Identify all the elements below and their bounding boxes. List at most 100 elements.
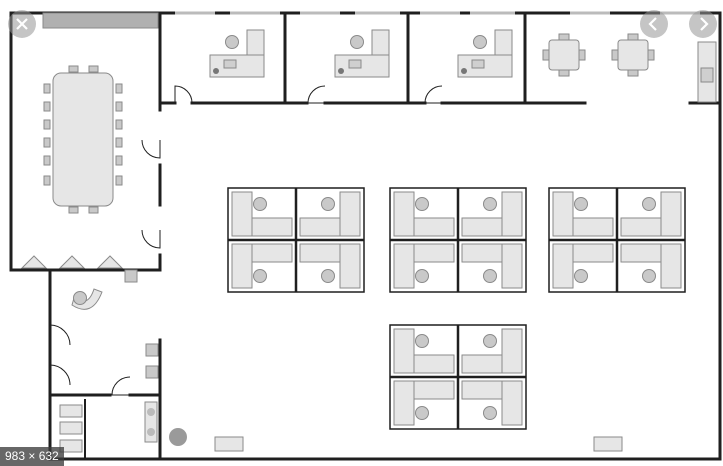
sink — [147, 428, 155, 436]
cubicle-desk-return — [501, 380, 523, 426]
door-swing — [111, 376, 131, 396]
credenza — [96, 255, 124, 269]
waiting-chair — [145, 343, 159, 357]
chevron-left-icon — [648, 17, 657, 31]
monitor — [348, 59, 362, 69]
conference-chair — [115, 155, 123, 166]
cubicle-desk-return — [339, 243, 361, 289]
cubicle-desk-return — [501, 328, 523, 374]
conference-chair — [43, 137, 51, 148]
reception-chair — [73, 291, 87, 305]
plant — [213, 68, 219, 74]
door-swing — [174, 85, 193, 104]
reception-chair — [124, 269, 138, 283]
copier — [593, 436, 623, 452]
conference-chair — [43, 119, 51, 130]
meeting-table — [548, 39, 580, 71]
door-swing — [49, 364, 71, 386]
cubicle-chair — [642, 269, 656, 283]
cubicle-chair — [253, 197, 267, 211]
meeting-chair — [647, 49, 655, 61]
cubicle-desk-return — [393, 243, 415, 289]
conference-chair — [115, 119, 123, 130]
close-button[interactable] — [8, 10, 36, 38]
conference-chair — [68, 65, 79, 73]
meeting-chair — [627, 69, 639, 77]
cubicle-chair — [321, 197, 335, 211]
cubicle-desk-return — [339, 191, 361, 237]
conference-chair — [88, 206, 99, 214]
meeting-chair — [627, 33, 639, 41]
door-swing — [424, 85, 443, 104]
door-swing — [307, 85, 326, 104]
office-desk — [209, 54, 265, 78]
image-size-badge: 983 × 632 — [0, 447, 64, 466]
projector-screen — [42, 12, 159, 29]
cubicle-desk-return — [660, 191, 682, 237]
cubicle-chair — [574, 269, 588, 283]
meeting-chair — [558, 69, 570, 77]
door-swing — [141, 139, 161, 159]
conference-chair — [43, 83, 51, 94]
conference-chair — [115, 137, 123, 148]
office-chair — [225, 35, 239, 49]
cubicle-desk-return — [501, 191, 523, 237]
cubicle-desk-return — [393, 191, 415, 237]
meeting-chair — [578, 49, 586, 61]
office-chair — [473, 35, 487, 49]
conference-chair — [43, 101, 51, 112]
cubicle-desk-return — [552, 191, 574, 237]
meeting-chair — [542, 49, 550, 61]
door-swing — [49, 324, 71, 346]
cubicle-chair — [253, 269, 267, 283]
walls — [9, 11, 722, 461]
office-desk — [334, 54, 390, 78]
previous-image-button[interactable] — [640, 10, 668, 38]
cubicle-chair — [483, 406, 497, 420]
cubicle-chair — [642, 197, 656, 211]
cubicle-desk-return — [552, 243, 574, 289]
meeting-chair — [611, 49, 619, 61]
office-chair — [350, 35, 364, 49]
cubicle-chair — [415, 197, 429, 211]
cubicle-desk-return — [393, 328, 415, 374]
cubicle-chair — [415, 406, 429, 420]
cubicle-chair — [483, 197, 497, 211]
cubicle-chair — [415, 334, 429, 348]
office-desk — [457, 54, 513, 78]
conference-chair — [115, 83, 123, 94]
cubicle-chair — [483, 334, 497, 348]
copier — [214, 436, 244, 452]
conference-table — [52, 72, 114, 207]
sink — [147, 408, 155, 416]
toilet — [59, 404, 83, 418]
cubicle-desk-return — [231, 243, 253, 289]
conference-chair — [88, 65, 99, 73]
conference-chair — [115, 101, 123, 112]
cubicle-desk-return — [393, 380, 415, 426]
conference-chair — [43, 155, 51, 166]
waiting-chair — [145, 365, 159, 379]
next-image-button[interactable] — [689, 10, 717, 38]
toilet — [59, 439, 83, 453]
monitor — [223, 59, 237, 69]
toilet — [59, 421, 83, 435]
plant — [169, 428, 187, 446]
chevron-right-icon — [700, 17, 709, 31]
sink — [700, 67, 714, 83]
furniture — [20, 12, 717, 453]
conference-chair — [115, 175, 123, 186]
cubicle-desk-return — [501, 243, 523, 289]
door-swing — [141, 229, 161, 249]
cubicle-desk-return — [660, 243, 682, 289]
conference-chair — [68, 206, 79, 214]
plant — [461, 68, 467, 74]
credenza — [20, 255, 48, 269]
credenza — [58, 255, 86, 269]
cubicle-chair — [574, 197, 588, 211]
meeting-table — [617, 39, 649, 71]
monitor — [471, 59, 485, 69]
cubicle-chair — [483, 269, 497, 283]
close-icon — [16, 18, 28, 30]
